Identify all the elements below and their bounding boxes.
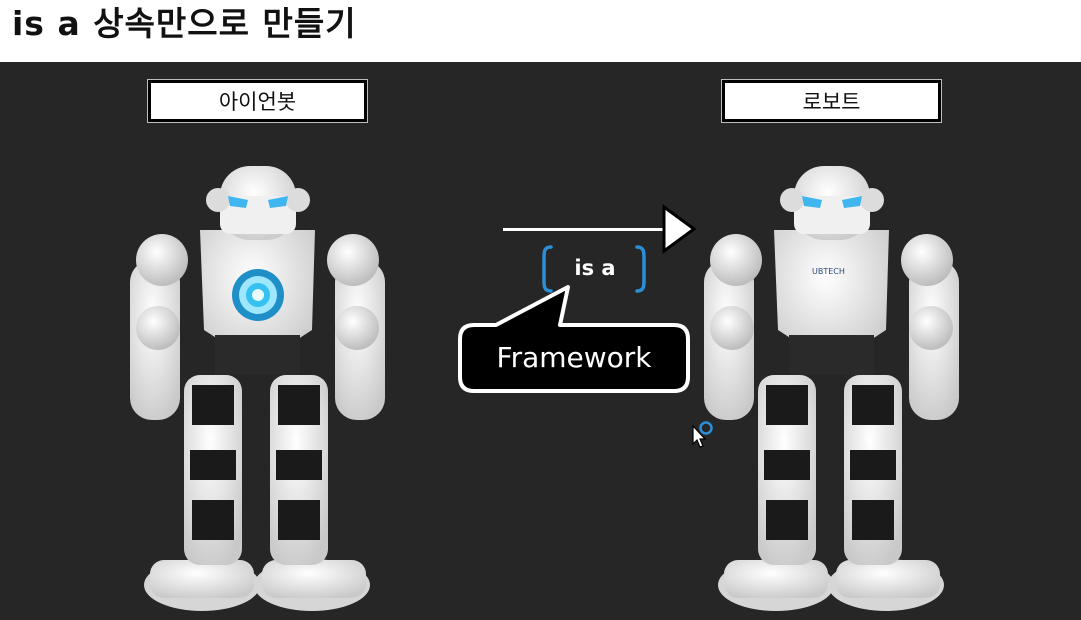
right-arrow-icon [662, 204, 697, 254]
right-bracket-icon [635, 245, 646, 293]
ubtech-logo: UBTECH [812, 267, 845, 276]
title-bar: is a 상속만으로 만들기 [0, 0, 1081, 62]
is-a-label: is a [574, 256, 616, 280]
ironbot-label-text: 아이언봇 [218, 90, 297, 114]
mouse-pointer-icon [692, 421, 713, 448]
ironbot-label: 아이언봇 [148, 80, 367, 122]
inheritance-arrow-line [503, 228, 665, 231]
robot-label-text: 로보트 [802, 90, 861, 114]
ironbot-robot-image [130, 166, 385, 611]
robot-label: 로보트 [722, 80, 941, 122]
framework-label: Framework [496, 341, 652, 374]
click-ring-icon [699, 421, 713, 435]
left-bracket-icon [542, 245, 553, 293]
slide-title: is a 상속만으로 만들기 [12, 4, 357, 43]
robot-image: UBTECH [704, 166, 959, 611]
framework-callout [458, 285, 690, 393]
